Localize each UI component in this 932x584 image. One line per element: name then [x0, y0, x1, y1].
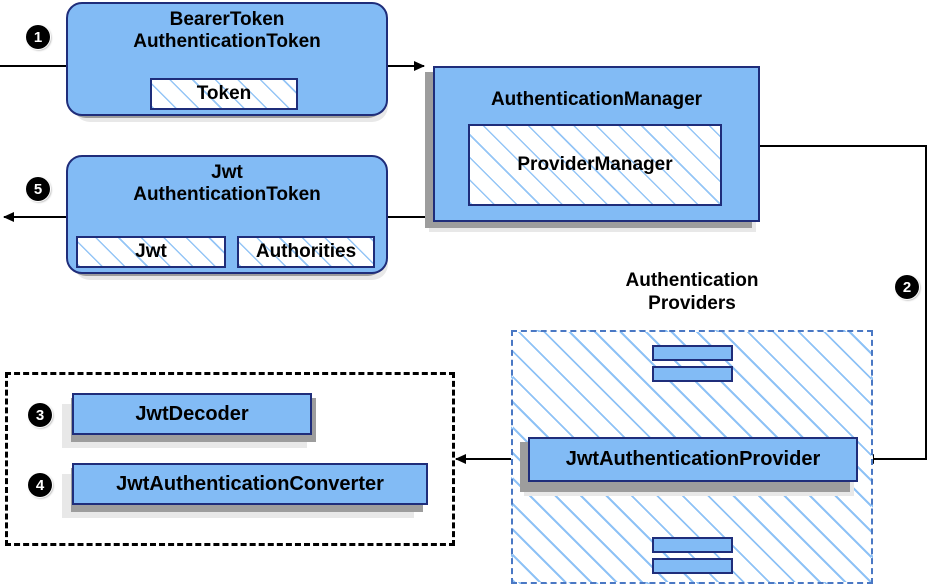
step-bullet-3: 3 [28, 403, 52, 427]
support-components-group [5, 372, 455, 546]
step-bullet-5: 5 [26, 177, 50, 201]
jwt-authentication-converter-node[interactable]: JwtAuthenticationConverter [72, 463, 428, 505]
connector-manager-to-provider [760, 145, 927, 464]
jwt-decoder-node[interactable]: JwtDecoder [72, 393, 312, 435]
providers-group-caption-line2: Providers [648, 293, 736, 314]
bearer-token-title-line2: AuthenticationToken [133, 31, 321, 52]
step-bullet-1: 1 [26, 25, 50, 49]
provider-stack-bar-bottom-1 [652, 537, 733, 553]
jwt-authentication-provider-node[interactable]: JwtAuthenticationProvider [528, 437, 858, 482]
jwt-token-slot-jwt[interactable]: Jwt [76, 236, 226, 268]
step-bullet-2: 2 [895, 275, 919, 299]
bearer-token-title-line1: BearerToken [169, 9, 285, 30]
jwt-token-title-line2: AuthenticationToken [133, 184, 321, 205]
bearer-token-slot-token[interactable]: Token [150, 78, 298, 110]
step-bullet-4: 4 [28, 473, 52, 497]
provider-stack-bar-top-2 [652, 366, 733, 382]
jwt-token-title-line1: Jwt [211, 162, 243, 183]
provider-stack-bar-bottom-2 [652, 558, 733, 574]
providers-group-caption-line1: Authentication [625, 270, 759, 291]
authentication-manager-slot-provider-manager[interactable]: ProviderManager [468, 124, 722, 206]
jwt-token-slot-authorities[interactable]: Authorities [237, 236, 375, 268]
provider-stack-bar-top-1 [652, 345, 733, 361]
authentication-manager-title: AuthenticationManager [490, 89, 703, 110]
